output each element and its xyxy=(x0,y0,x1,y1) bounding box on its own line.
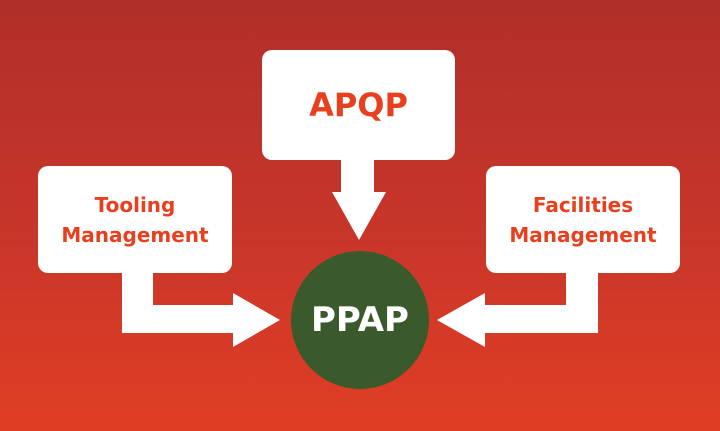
arrow-tooling-to-ppap xyxy=(122,271,280,347)
tooling-management-box: Tooling Management xyxy=(38,166,232,273)
apqp-label: APQP xyxy=(309,86,408,124)
ppap-circle: PPAP xyxy=(291,251,429,389)
tooling-label-line2: Management xyxy=(61,222,209,247)
ppap-label: PPAP xyxy=(311,300,409,340)
arrow-apqp-to-ppap xyxy=(332,158,386,240)
arrow-facilities-to-ppap xyxy=(437,271,598,347)
facilities-management-box: Facilities Management xyxy=(486,166,680,273)
facilities-label-line2: Management xyxy=(509,222,657,247)
apqp-box: APQP xyxy=(262,50,455,160)
facilities-label-line1: Facilities xyxy=(532,192,634,217)
tooling-label-line1: Tooling xyxy=(94,192,176,217)
